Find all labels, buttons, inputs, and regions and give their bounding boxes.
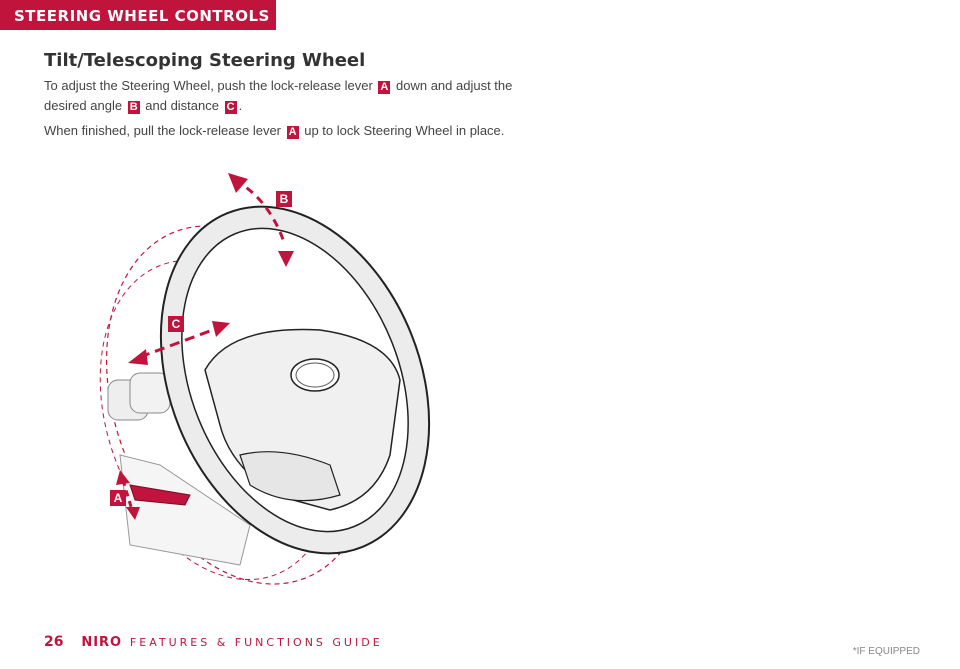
label-b: B — [276, 191, 292, 207]
guide-title: FEATURES & FUNCTIONS GUIDE — [129, 636, 383, 649]
steering-column — [119, 454, 251, 566]
section-title: STEERING WHEEL CONTROLS — [14, 7, 270, 25]
lever-arrow-a-head-up — [116, 470, 130, 485]
label-c-text: C — [172, 317, 181, 331]
label-a-text: A — [114, 491, 123, 505]
p2-text-a: When finished, pull the lock-release lev… — [44, 123, 282, 138]
badge-a: A — [378, 81, 391, 94]
instruction-paragraph-1: To adjust the Steering Wheel, push the l… — [44, 76, 514, 116]
page-footer: 26 NIRO FEATURES & FUNCTIONS GUIDE — [44, 634, 383, 650]
lever-arrow-a-head-down — [126, 507, 140, 520]
lock-release-lever — [129, 484, 191, 506]
label-a: A — [110, 490, 126, 506]
label-c: C — [168, 316, 184, 332]
tilt-arrow-b-head-down — [278, 251, 294, 267]
badge-b: B — [127, 101, 140, 114]
telescope-arrow-c-head-right — [212, 321, 230, 337]
page-title: Tilt/Telescoping Steering Wheel — [44, 50, 366, 71]
badge-a-2: A — [286, 126, 299, 139]
p1-text-c: and distance — [145, 98, 219, 113]
page-number: 26 — [44, 634, 64, 650]
p1-text-b: down and adjust the desired angle — [44, 78, 513, 113]
tilt-arrow-b-head-up — [228, 173, 248, 193]
steering-wheel-diagram: B C A — [99, 173, 431, 585]
lever-arrow-a — [121, 479, 134, 511]
horn-pad-emblem — [290, 358, 340, 392]
lower-spoke — [239, 451, 341, 502]
horn-pad-emblem-inner — [295, 362, 335, 388]
label-b-text: B — [280, 192, 289, 206]
brand-name: NIRO — [81, 635, 123, 650]
p1-text-a: To adjust the Steering Wheel, push the l… — [44, 78, 373, 93]
left-stalk — [107, 372, 171, 421]
badge-c: C — [224, 101, 237, 114]
telescope-arrow-c-head-left — [128, 349, 148, 365]
p2-text-b: up to lock Steering Wheel in place. — [304, 123, 505, 138]
telescope-arrow-c — [139, 326, 219, 359]
section-header-tab: STEERING WHEEL CONTROLS — [0, 0, 276, 30]
p1-text-d: . — [238, 98, 243, 113]
if-equipped-note: *IF EQUIPPED — [852, 646, 920, 657]
instruction-paragraph-2: When finished, pull the lock-release lev… — [44, 121, 514, 141]
